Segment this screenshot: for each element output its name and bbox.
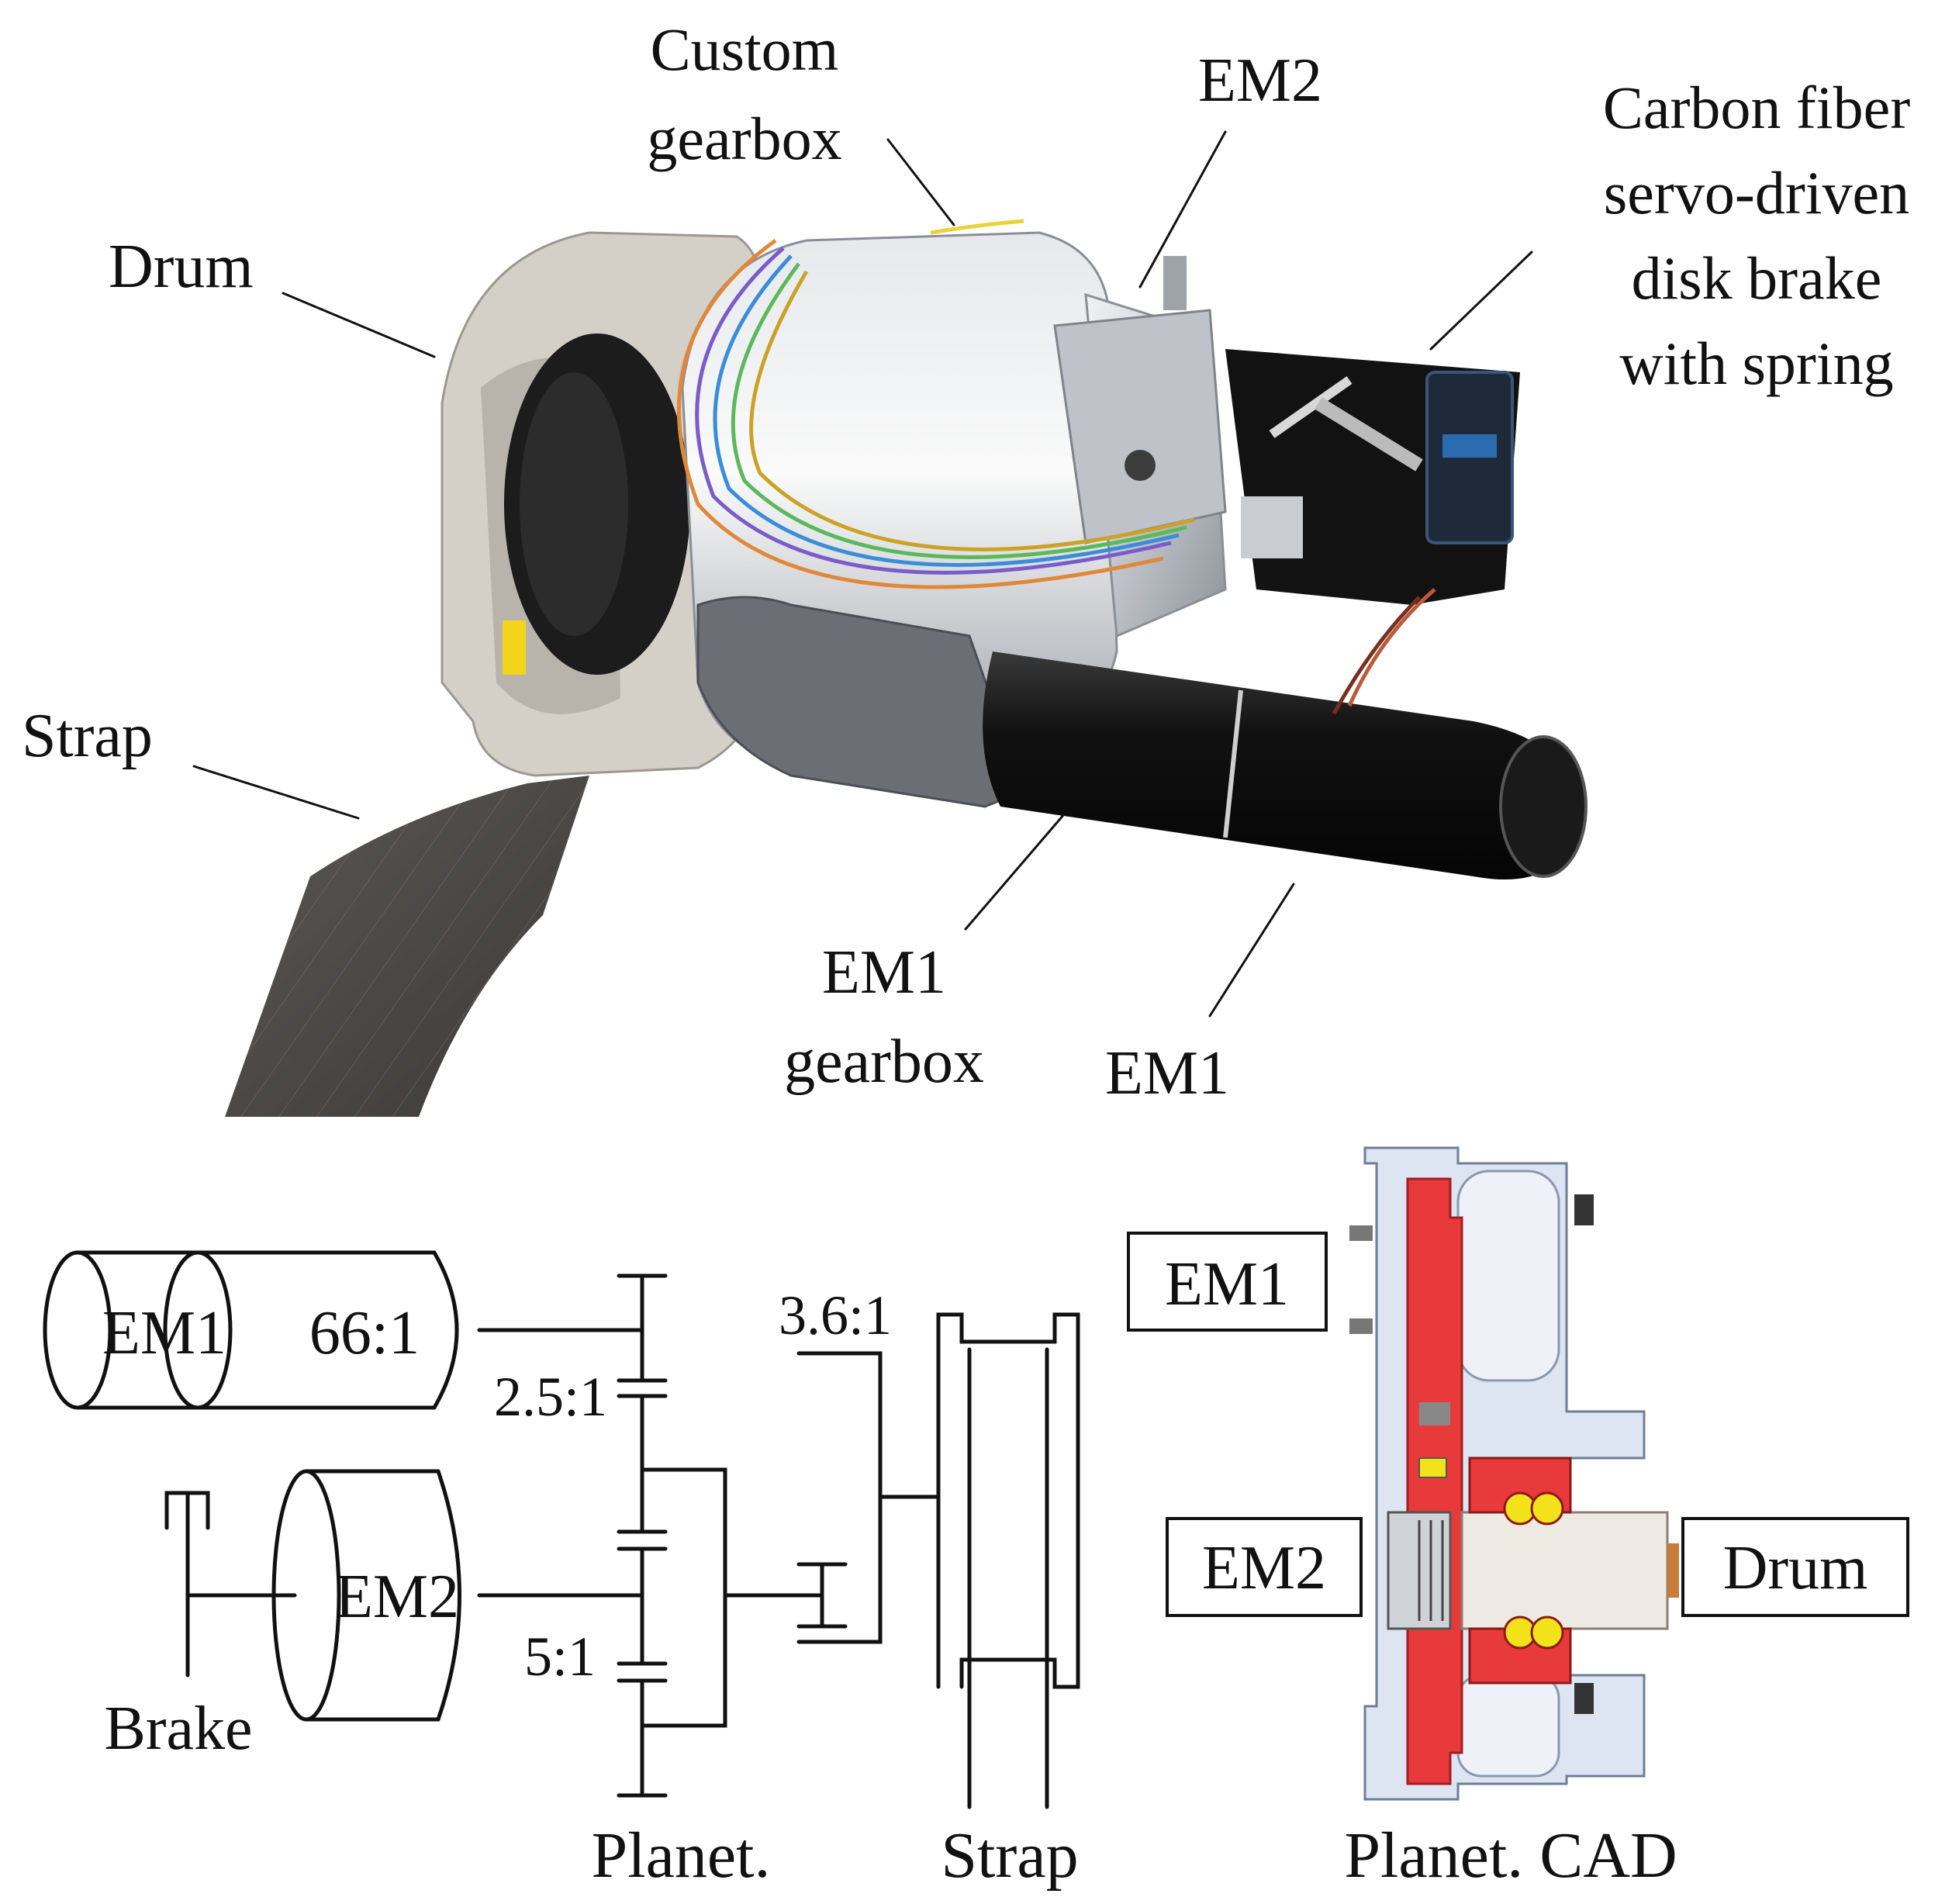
photo-labels: Custom gearbox EM2 Carbon fiber servo-dr… <box>22 16 1910 1107</box>
ratio-5-label: 5:1 <box>524 1626 596 1688</box>
em2-photo-label: EM2 <box>1198 47 1322 115</box>
ratio-3-6-label: 3.6:1 <box>779 1284 892 1346</box>
em2-motor-body <box>1053 309 1227 544</box>
brake-label-line4: with spring <box>1619 330 1893 397</box>
strap-caption: Strap <box>941 1819 1078 1892</box>
strap-photo-label: Strap <box>22 702 153 770</box>
photo-leader-lines <box>192 130 1533 1018</box>
em1-gearbox-label-line1: EM1 <box>822 938 946 1007</box>
cad-caption: Planet. CAD <box>1344 1819 1677 1892</box>
schematic <box>43 1250 1080 1809</box>
actuator-photo <box>225 219 1588 1117</box>
planet-cad <box>1349 1146 1679 1801</box>
cad-em2-label: EM2 <box>1202 1534 1326 1602</box>
brake-label-line3: disk brake <box>1632 244 1882 312</box>
em1-gearbox-label-line2: gearbox <box>784 1028 984 1096</box>
em1-photo-label: EM1 <box>1105 1039 1229 1107</box>
brake-label-line1: Carbon fiber <box>1603 74 1910 141</box>
cad-em2-box <box>1166 1517 1363 1617</box>
em2-schematic-label: EM2 <box>335 1563 459 1631</box>
cad-red-gear <box>1406 1177 1463 1785</box>
cad-output-shaft <box>1460 1511 1669 1630</box>
ratio-2-5-label: 2.5:1 <box>494 1366 607 1428</box>
planet-caption: Planet. <box>592 1819 771 1892</box>
cad-drum-box <box>1681 1517 1909 1617</box>
schematic-labels: EM1 66:1 2.5:1 5:1 3.6:1 EM2 Brake Plane… <box>102 1284 1079 1892</box>
brake-schematic-label: Brake <box>104 1695 252 1763</box>
custom-gearbox-label-line1: Custom <box>651 16 839 83</box>
cad-em1-box <box>1127 1232 1328 1332</box>
em1-motor-body <box>983 651 1577 879</box>
em1-schematic-label: EM1 <box>102 1299 226 1367</box>
cad-labels: EM1 EM2 Drum Planet. CAD <box>1127 1232 1909 1892</box>
custom-gearbox-label-line2: gearbox <box>647 105 841 172</box>
em1-ratio-label: 66:1 <box>309 1299 420 1367</box>
em1-cylinder-front <box>43 1250 112 1410</box>
cad-em1-label: EM1 <box>1165 1250 1289 1318</box>
wires <box>677 219 1436 715</box>
brake-label-line2: servo-driven <box>1604 159 1909 226</box>
cad-drum-label: Drum <box>1723 1534 1868 1602</box>
drum-photo-label: Drum <box>109 233 254 301</box>
em1-gearbox-plate <box>696 596 1025 808</box>
